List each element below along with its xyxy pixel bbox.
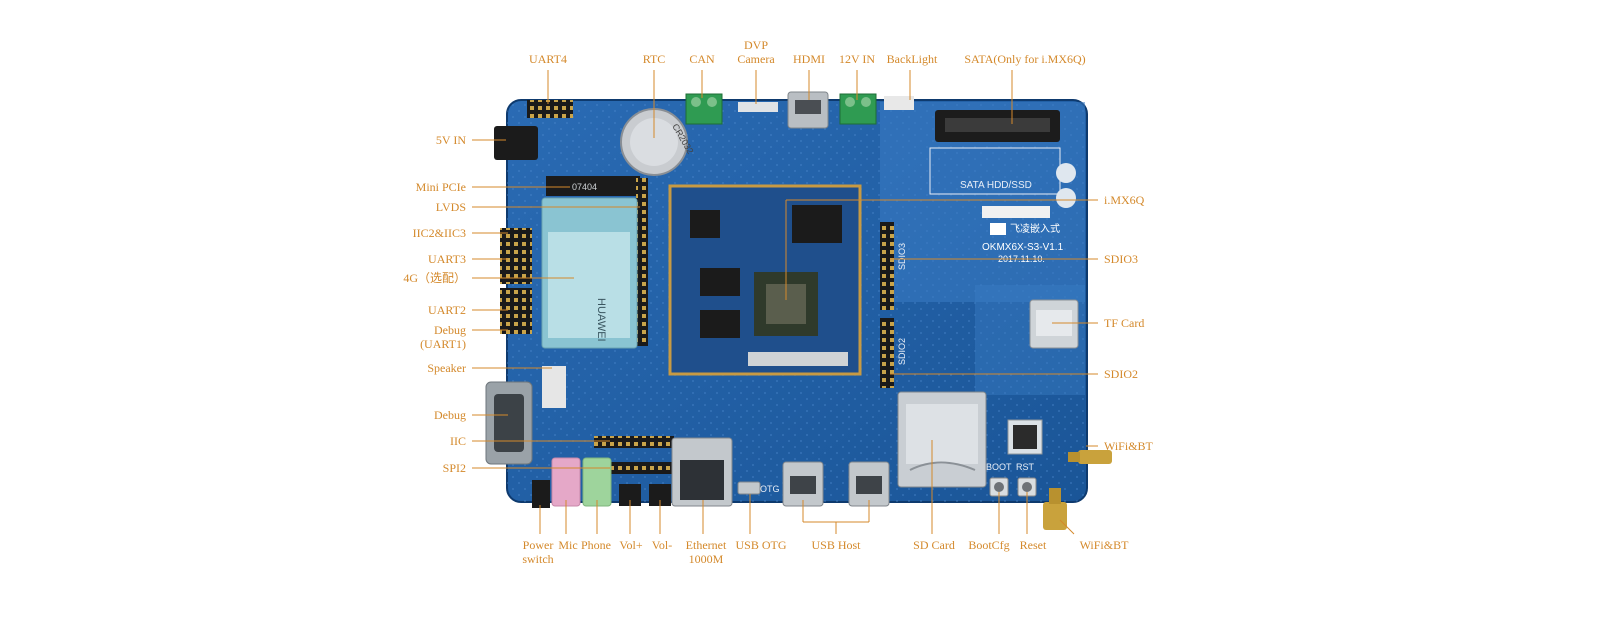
sdio3-header: [880, 222, 894, 310]
label-ethernet-line1: Ethernet: [685, 538, 727, 552]
label-dvp-line2: Camera: [737, 52, 775, 66]
label-sdio3: SDIO3: [1104, 252, 1139, 266]
5v-jack: [494, 126, 538, 160]
label-mini-pcie: Mini PCIe: [415, 180, 466, 194]
iic-header: [594, 436, 674, 448]
label-dvp-line1: DVP: [743, 38, 768, 52]
label-reset: Reset: [1019, 538, 1047, 552]
label-debug-uart1-line2: (UART1): [420, 337, 466, 351]
can-connector: [685, 93, 723, 125]
spi2-header: [594, 462, 674, 474]
serial-sticker: [982, 206, 1050, 218]
label-5v-in: 5V IN: [435, 133, 466, 147]
label-debug-uart1-line1: Debug: [434, 323, 466, 337]
mic-jack: [551, 457, 581, 507]
12v-connector: [839, 93, 877, 125]
model-silk: OKMX6X-S3-V1.1: [982, 242, 1064, 253]
label-uart4: UART4: [529, 52, 567, 66]
label-hdmi: HDMI: [793, 52, 825, 66]
label-4g: 4G（选配）: [403, 271, 466, 285]
label-usb-host: USB Host: [811, 538, 861, 552]
boot-silk: BOOT: [986, 462, 1012, 472]
label-tf-card: TF Card: [1104, 316, 1145, 330]
label-ethernet-line2: 1000M: [688, 552, 724, 566]
label-can: CAN: [689, 52, 715, 66]
phone-jack: [582, 457, 612, 507]
label-wifibt-bottom: WiFi&BT: [1079, 538, 1129, 552]
label-imx6q: i.MX6Q: [1104, 193, 1145, 207]
wifi-antenna-top: [1078, 450, 1112, 464]
backlight-connector: [884, 96, 914, 110]
otg-silk: OTG: [760, 484, 780, 494]
label-power-line1: Power: [522, 538, 554, 552]
rst-silk: RST: [1016, 462, 1035, 472]
sata-silk: SATA HDD/SSD: [960, 180, 1032, 191]
label-spi2: SPI2: [442, 461, 466, 475]
uart4-header: [527, 100, 573, 118]
lvds-header: [636, 178, 648, 346]
label-iic: IIC: [450, 434, 466, 448]
vol-plus-button: [619, 484, 641, 506]
label-bootcfg: BootCfg: [968, 538, 1010, 552]
sdio3-silk: SDIO3: [897, 243, 907, 270]
label-dvp-camera: DVP Camera: [737, 38, 774, 66]
label-rtc: RTC: [642, 52, 666, 66]
label-mic: Mic: [558, 538, 578, 552]
label-phone: Phone: [581, 538, 611, 552]
label-power-line2: switch: [522, 552, 554, 566]
iic-uart3-header: [500, 228, 532, 284]
label-uart2: UART2: [428, 303, 466, 317]
label-debug: Debug: [434, 408, 466, 422]
label-12v-in: 12V IN: [838, 52, 876, 66]
pcie-code: 07404: [572, 182, 597, 192]
label-usb-otg: USB OTG: [735, 538, 787, 552]
sdio2-header: [880, 318, 894, 388]
leader-lines: [472, 70, 1098, 535]
label-sd-card: SD Card: [913, 538, 955, 552]
label-iic2-iic3: IIC2&IIC3: [412, 226, 466, 240]
wifi-antenna-bottom: [1043, 502, 1067, 530]
label-uart3: UART3: [428, 252, 466, 266]
speaker-connector: [542, 366, 566, 408]
label-speaker: Speaker: [427, 361, 466, 375]
brand-cn: 飞凌嵌入式: [1010, 222, 1060, 235]
vol-minus-button: [649, 484, 671, 506]
module-brand: HUAWEI: [595, 298, 607, 342]
label-debug-uart1: Debug (UART1): [420, 323, 466, 351]
label-sata: SATA(Only for i.MX6Q): [964, 52, 1086, 66]
sdio2-silk: SDIO2: [897, 338, 907, 365]
power-switch: [532, 480, 550, 508]
label-power-switch: Power switch: [522, 538, 553, 566]
label-sdio2: SDIO2: [1104, 367, 1139, 381]
label-vol-plus: Vol+: [619, 538, 643, 552]
label-wifibt-top: WiFi&BT: [1104, 439, 1153, 453]
label-backlight: BackLight: [886, 52, 938, 66]
dvp-camera-connector: [738, 102, 778, 112]
uart2-debug-header: [500, 288, 532, 334]
label-ethernet: Ethernet 1000M: [686, 538, 727, 566]
label-vol-minus: Vol-: [651, 538, 673, 552]
label-lvds: LVDS: [435, 200, 466, 214]
mini-pcie-slot: [546, 176, 640, 196]
usb-otg-port: [737, 481, 761, 495]
